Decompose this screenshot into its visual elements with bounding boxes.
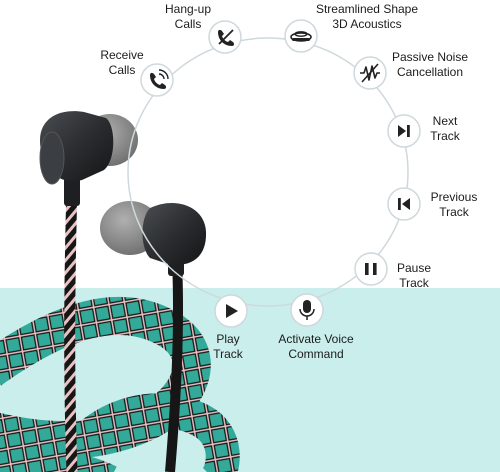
next-track-icon xyxy=(387,114,421,148)
right-cable xyxy=(165,259,184,472)
left-cable xyxy=(64,184,78,472)
microphone-icon xyxy=(290,293,324,327)
braided-cable-coil xyxy=(0,296,240,472)
streamlined-shape-icon xyxy=(284,19,318,53)
play-track-icon xyxy=(214,294,248,328)
left-earbud xyxy=(39,111,138,206)
feature-ring xyxy=(127,37,409,307)
right-earbud xyxy=(100,201,207,276)
noise-cancellation-icon xyxy=(353,56,387,90)
pause-track-icon xyxy=(354,252,388,286)
previous-track-icon xyxy=(387,187,421,221)
receive-call-icon xyxy=(140,63,174,97)
hang-up-phone-icon xyxy=(208,20,242,54)
